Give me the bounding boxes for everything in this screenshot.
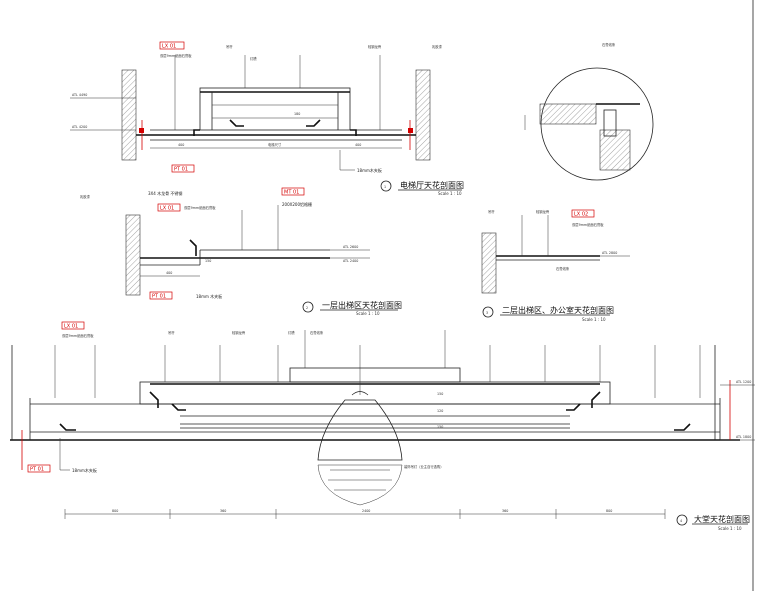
dim-d1-center: 电梯尺寸 bbox=[268, 142, 282, 147]
dim-d4-4: 360 bbox=[502, 509, 508, 513]
level-d1-top: ATL 4490 bbox=[72, 93, 87, 97]
title-d2: 一层出梯区天花剖面图 bbox=[322, 300, 402, 310]
tag-lx02-d3: LX 02 bbox=[574, 212, 588, 218]
note-chandelier: 装饰吊灯（业主自行选购） bbox=[404, 464, 444, 469]
tag-pt01-d2: PT 01 bbox=[152, 294, 166, 300]
note-plaster-detail: 石膏线条 bbox=[602, 42, 616, 47]
note-angle-d2: 3X4 木龙骨 不锈钢 bbox=[148, 190, 182, 196]
wall-right bbox=[415, 69, 431, 161]
note-hanger-d4: 吊杆 bbox=[168, 330, 175, 335]
tag-pt01-d4: PT 01 bbox=[30, 467, 44, 473]
drawing-floor1-elevator-exit-section: ATL 2600 ATL 2400 400 150 3X4 木龙骨 不锈钢 LX… bbox=[80, 187, 402, 316]
note-paint-d2: 乳胶漆 bbox=[80, 194, 91, 199]
note-bead-d1: 18mm木夹板 bbox=[357, 167, 382, 173]
dim-d4-1: 800 bbox=[112, 509, 118, 513]
scale-d3: Scale 1 : 10 bbox=[582, 317, 606, 322]
note-gypsum-d2: 双层9mm纸面石膏板 bbox=[184, 205, 216, 210]
note-steel-d1: 轻钢龙骨 bbox=[368, 44, 382, 49]
dim-d1-left: 400 bbox=[178, 143, 184, 147]
level-d2-bottom: ATL 2400 bbox=[343, 259, 358, 263]
note-hanger-d1: 吊杆 bbox=[226, 44, 233, 49]
dim-d1-height: 180 bbox=[294, 112, 300, 116]
dim-d4-h1: 150 bbox=[437, 392, 443, 396]
tag-lx01-d4: LX 01 bbox=[64, 324, 78, 330]
dim-d4-h2: 120 bbox=[437, 409, 443, 413]
note-steel-d3: 轻钢龙骨 bbox=[536, 209, 550, 214]
note-steel-d4: 轻钢龙骨 bbox=[232, 330, 246, 335]
title-d4: 大堂天花剖面图 bbox=[694, 514, 750, 524]
level-d2-top: ATL 2600 bbox=[343, 245, 358, 249]
dim-d2-height: 150 bbox=[205, 259, 211, 263]
drawing-elevator-hall-section: ATL 4490 ATL 4200 400 电梯尺寸 400 180 LX 01… bbox=[70, 41, 464, 196]
tag-mt01-d2: MT 01 bbox=[284, 190, 299, 196]
dim-d4-3: 2400 bbox=[362, 509, 370, 513]
note-paint-d1: 乳胶漆 bbox=[432, 44, 443, 49]
note-bead-d4: 18mm木夹板 bbox=[72, 467, 97, 473]
chandelier bbox=[317, 345, 403, 506]
note-gypsum-d3: 双层9mm纸面石膏板 bbox=[572, 222, 604, 227]
level-d1-bottom: ATL 4200 bbox=[72, 125, 87, 129]
note-grille-d2: 200X200铝格栅 bbox=[282, 201, 312, 207]
dim-d1-right: 400 bbox=[355, 143, 361, 147]
level-d4-top: ATL 1200 bbox=[736, 380, 751, 384]
note-plaster-d3: 石膏线条 bbox=[556, 266, 570, 271]
title-d3: 二层出梯区、办公室天花剖面图 bbox=[502, 305, 614, 315]
scale-d4: Scale 1 : 10 bbox=[718, 526, 742, 531]
detail-callout: 石膏线条 bbox=[524, 42, 654, 181]
drawing-lobby-section: ATL 1200 ATL 1800 150 120 150 800 360 24… bbox=[10, 321, 755, 531]
note-light-d4: 灯槽 bbox=[288, 330, 295, 335]
note-hanger-d3: 吊杆 bbox=[488, 209, 495, 214]
dim-d2: 400 bbox=[166, 271, 172, 275]
dim-d4-h3: 150 bbox=[437, 425, 443, 429]
scale-d2: Scale 1 : 10 bbox=[356, 311, 380, 316]
wall-left bbox=[121, 69, 137, 161]
note-light-d1: 灯槽 bbox=[250, 56, 257, 61]
dim-d4-2: 360 bbox=[220, 509, 226, 513]
level-d4-bottom: ATL 1800 bbox=[736, 435, 751, 439]
title-num-d1: 1 bbox=[384, 185, 386, 189]
tag-lx01-d1: LX 01 bbox=[162, 44, 176, 50]
note-gypsum-d4: 双层9mm纸面石膏板 bbox=[62, 333, 94, 338]
dim-d4-5: 800 bbox=[606, 509, 612, 513]
title-num-d2: 2 bbox=[306, 306, 308, 310]
drawing-floor2-office-section: ATL 2800 LX 02 双层9mm纸面石膏板 吊杆 轻钢龙骨 石膏线条 3… bbox=[481, 209, 630, 322]
note-bead-d2: 18mm 木夹板 bbox=[196, 293, 222, 299]
note-plaster-d4: 石膏线条 bbox=[310, 330, 324, 335]
tag-pt01-d1: PT 01 bbox=[174, 167, 188, 173]
title-d1: 电梯厅天花剖面图 bbox=[400, 180, 464, 190]
note-gypsum-d1: 双层9mm纸面石膏板 bbox=[160, 53, 192, 58]
level-d3: ATL 2800 bbox=[602, 251, 617, 255]
title-num-d3: 3 bbox=[486, 311, 488, 315]
title-num-d4: 4 bbox=[680, 519, 682, 523]
tag-lx01-d2: LX 01 bbox=[160, 206, 174, 212]
scale-d1: Scale 1 : 10 bbox=[438, 191, 462, 196]
